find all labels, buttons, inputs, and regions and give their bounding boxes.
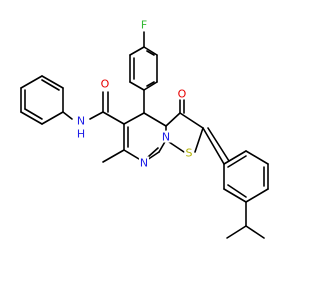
atom-labels: F N H O O N N S: [75, 17, 195, 172]
amide-hydrogen-label: H: [77, 128, 85, 141]
structure-canvas: F N H O O N N S: [20, 17, 269, 239]
ring-imine-nitrogen-label: N: [140, 157, 148, 170]
molecule-structure: F N H O O N N S: [20, 17, 269, 239]
fluorine-atom-label: F: [141, 19, 147, 32]
bond-network: [20, 31, 269, 239]
ring-carbonyl-oxygen-label: O: [178, 88, 187, 101]
bridgehead-nitrogen-label: N: [162, 131, 170, 144]
thiazole-sulfur-label: S: [186, 147, 193, 160]
amide-nitrogen-label: N: [77, 115, 85, 128]
amide-oxygen-label: O: [101, 78, 110, 91]
